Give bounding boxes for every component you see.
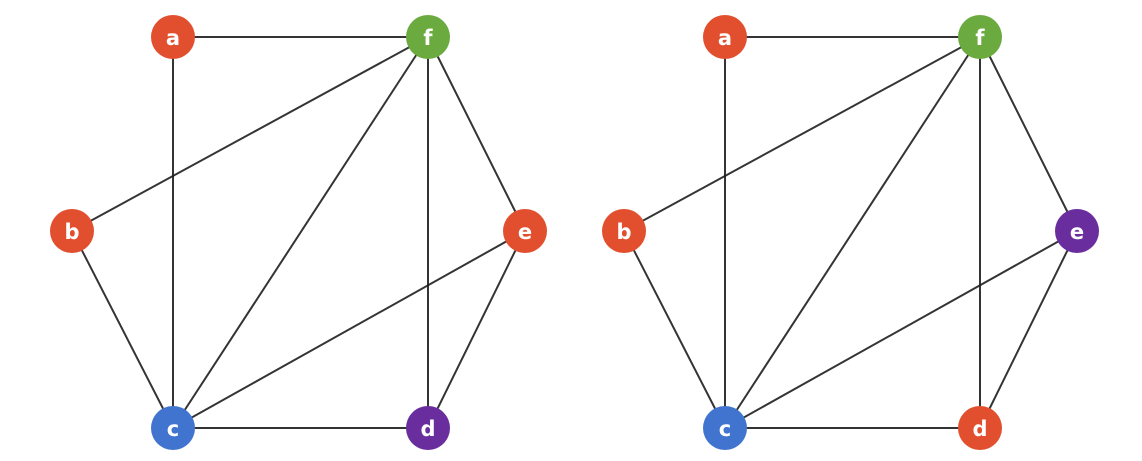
node-e-circle [1055,209,1099,253]
edge-e-c [172,230,526,429]
edge-b-c [623,230,726,429]
graph-right: a f b e c d [602,15,1099,450]
node-b-circle [602,209,646,253]
graph-left: a f b e c d [50,15,547,450]
edge-f-e [979,36,1078,232]
node-f-circle [406,15,450,59]
edge-f-c [172,36,429,429]
edge-b-f [71,36,429,232]
edge-b-f [623,36,981,232]
node-f-circle [958,15,1002,59]
node-a: a [151,15,195,59]
node-d: d [406,406,450,450]
node-f: f [958,15,1002,59]
node-a-circle [703,15,747,59]
node-c: c [151,406,195,450]
edge-e-c [724,230,1078,429]
node-a: a [703,15,747,59]
node-b-circle [50,209,94,253]
edge-b-c [71,230,174,429]
node-c-circle [151,406,195,450]
edge-f-e [427,36,526,232]
node-e-circle [503,209,547,253]
node-c-circle [703,406,747,450]
node-d-circle [958,406,1002,450]
node-d-circle [406,406,450,450]
edge-f-c [724,36,981,429]
edge-e-d [427,230,526,429]
node-b: b [602,209,646,253]
node-e: e [503,209,547,253]
node-c: c [703,406,747,450]
node-d: d [958,406,1002,450]
node-b: b [50,209,94,253]
edge-e-d [979,230,1078,429]
node-f: f [406,15,450,59]
node-a-circle [151,15,195,59]
node-e: e [1055,209,1099,253]
